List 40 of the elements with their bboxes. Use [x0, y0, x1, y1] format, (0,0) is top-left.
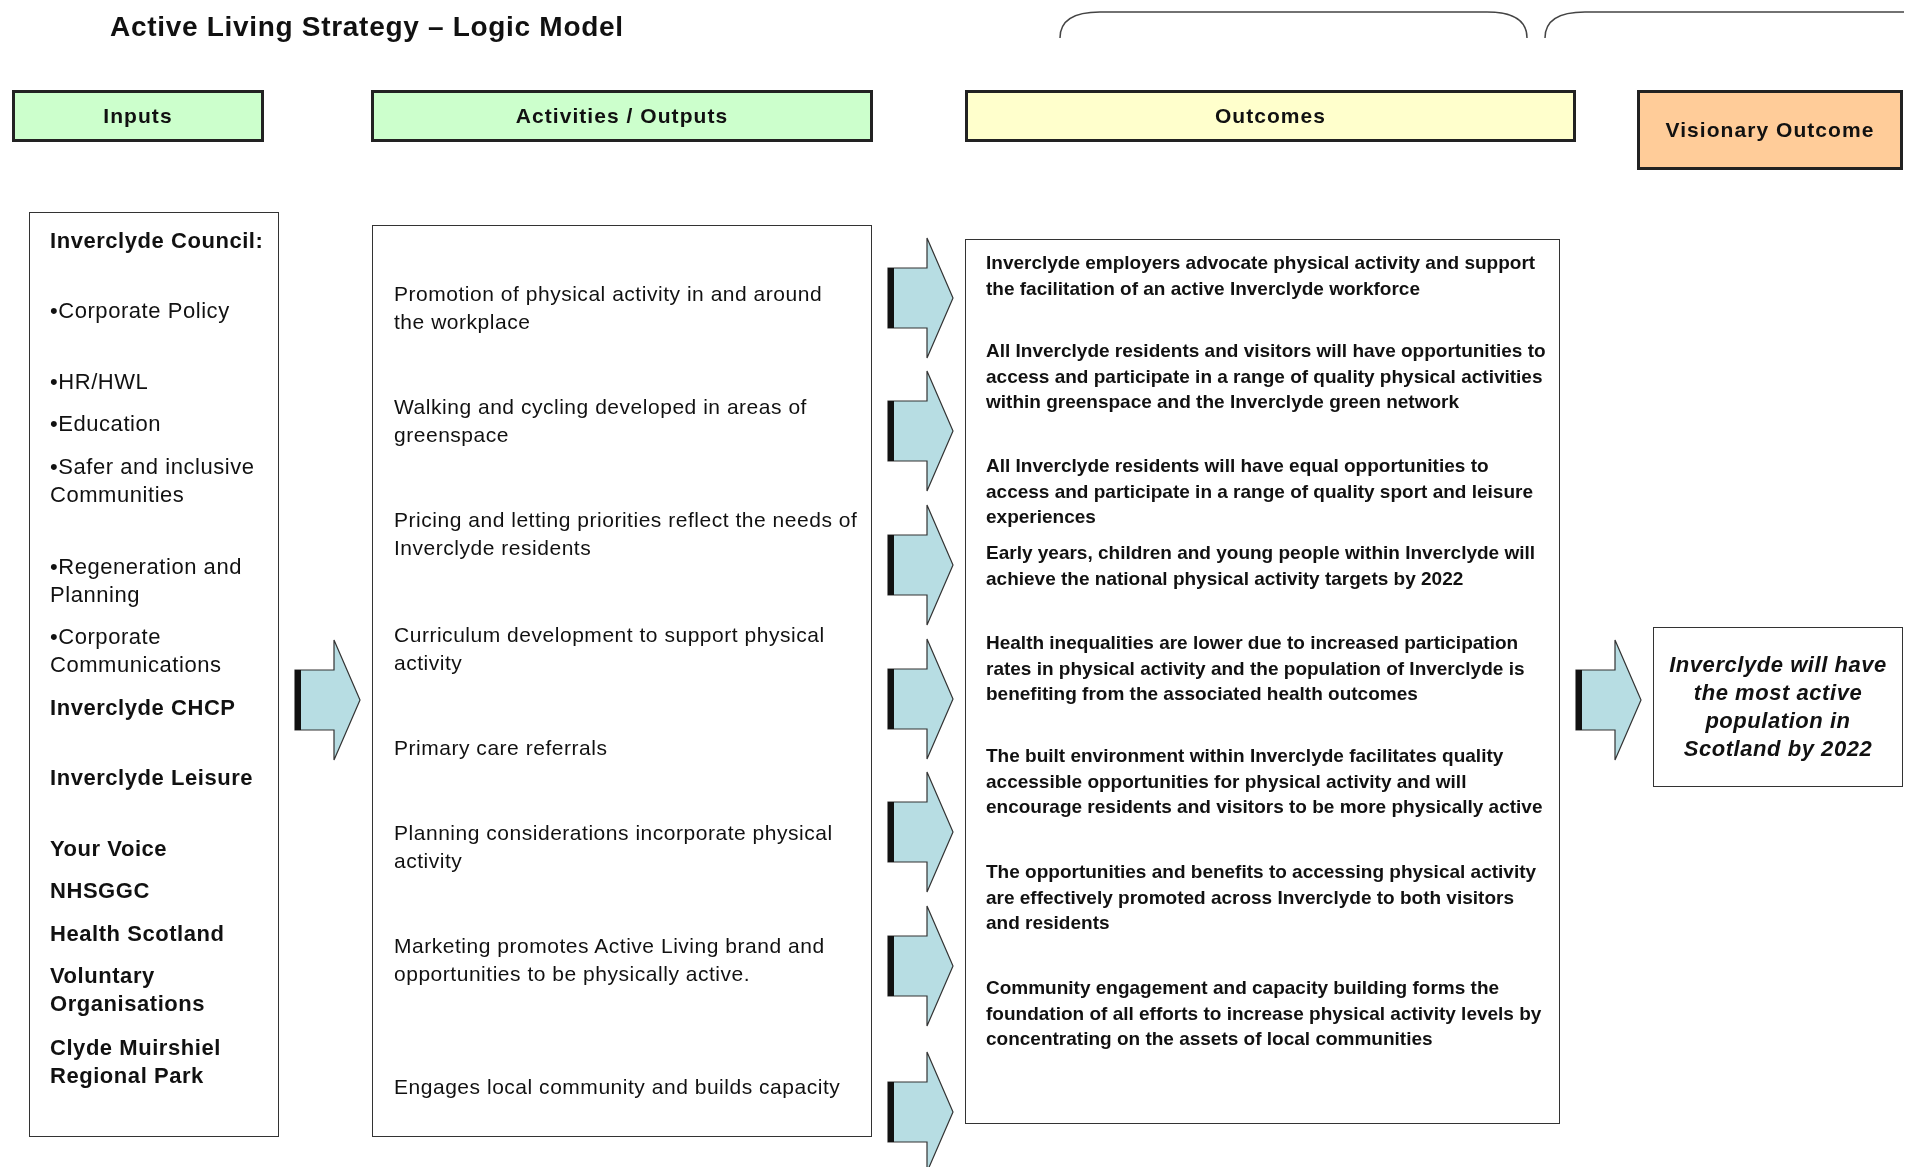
input-item: •Corporate Policy — [50, 297, 231, 325]
column-header: Visionary Outcome — [1637, 90, 1903, 170]
outcome-text: All Inverclyde residents will have equal opportunities to access and participate in a range of quality sport and leisure experiences — [986, 454, 1534, 529]
input-item: Your Voice — [50, 835, 169, 863]
column-header: Inputs — [12, 90, 264, 142]
activity-text: Marketing promotes Active Living brand and opportunities to be physically active. — [394, 933, 826, 987]
input-item: Inverclyde CHCP — [50, 694, 237, 722]
input-item: Voluntary Organisations — [50, 962, 207, 1018]
input-item: •Education — [50, 410, 163, 438]
input-item: Health Scotland — [50, 920, 226, 948]
activity-text: Primary care referrals — [394, 735, 609, 761]
activity-text: Promotion of physical activity in and around the workplace — [394, 281, 824, 335]
activity-text: Planning considerations incorporate physical activity — [394, 820, 834, 874]
activity-text: Curriculum development to support physical activity — [394, 622, 826, 676]
title: Active Living Strategy – Logic Model — [110, 10, 624, 44]
column-header: Activities / Outputs — [371, 90, 873, 142]
outcome-text: Health inequalities are lower due to increased participation rates in physical activity and the population of Inverclyde is benefiting from the associated health outcomes — [986, 631, 1526, 706]
input-item: •Safer and inclusive Communities — [50, 453, 256, 509]
input-item: Inverclyde Council: — [50, 227, 265, 255]
outcome-text: All Inverclyde residents and visitors will have opportunities to access and participate in a range of quality physical activities within greenspace and the Inverclyde green network — [986, 339, 1547, 414]
input-item: NHSGGC — [50, 877, 151, 905]
activity-text: Pricing and letting priorities reflect the needs of Inverclyde residents — [394, 507, 859, 561]
outcome-text: Early years, children and young people within Inverclyde will achieve the national physical activity targets by 2022 — [986, 541, 1537, 591]
input-item: Clyde Muirshiel Regional Park — [50, 1034, 222, 1090]
outcome-text: The opportunities and benefits to accessing physical activity are effectively promoted across Inverclyde to both visitors and residents — [986, 860, 1538, 935]
vision-box — [1653, 627, 1903, 787]
activity-text: Engages local community and builds capacity — [394, 1074, 842, 1100]
inputs-box — [29, 212, 279, 1137]
input-item: •Regeneration and Planning — [50, 553, 243, 609]
activities-box — [372, 225, 872, 1137]
activity-text: Walking and cycling developed in areas of greenspace — [394, 394, 808, 448]
input-item: •Corporate Communications — [50, 623, 223, 679]
column-header: Outcomes — [965, 90, 1576, 142]
outcome-text: The built environment within Inverclyde facilitates quality accessible opportunities for physical activity and will encourage residents and visitors to be more physically active — [986, 744, 1544, 819]
input-item: Inverclyde Leisure — [50, 764, 255, 792]
outcome-text: Inverclyde employers advocate physical activity and support the facilitation of an active Inverclyde workforce — [986, 251, 1537, 301]
input-item: •HR/HWL — [50, 368, 150, 396]
outcome-text: Community engagement and capacity building forms the foundation of all efforts to increase physical activity levels by concentrating on the assets of local communities — [986, 976, 1543, 1051]
vision-text: Inverclyde will have the most active population in Scotland by 2022 — [1668, 651, 1888, 763]
outcomes-box — [965, 239, 1560, 1124]
